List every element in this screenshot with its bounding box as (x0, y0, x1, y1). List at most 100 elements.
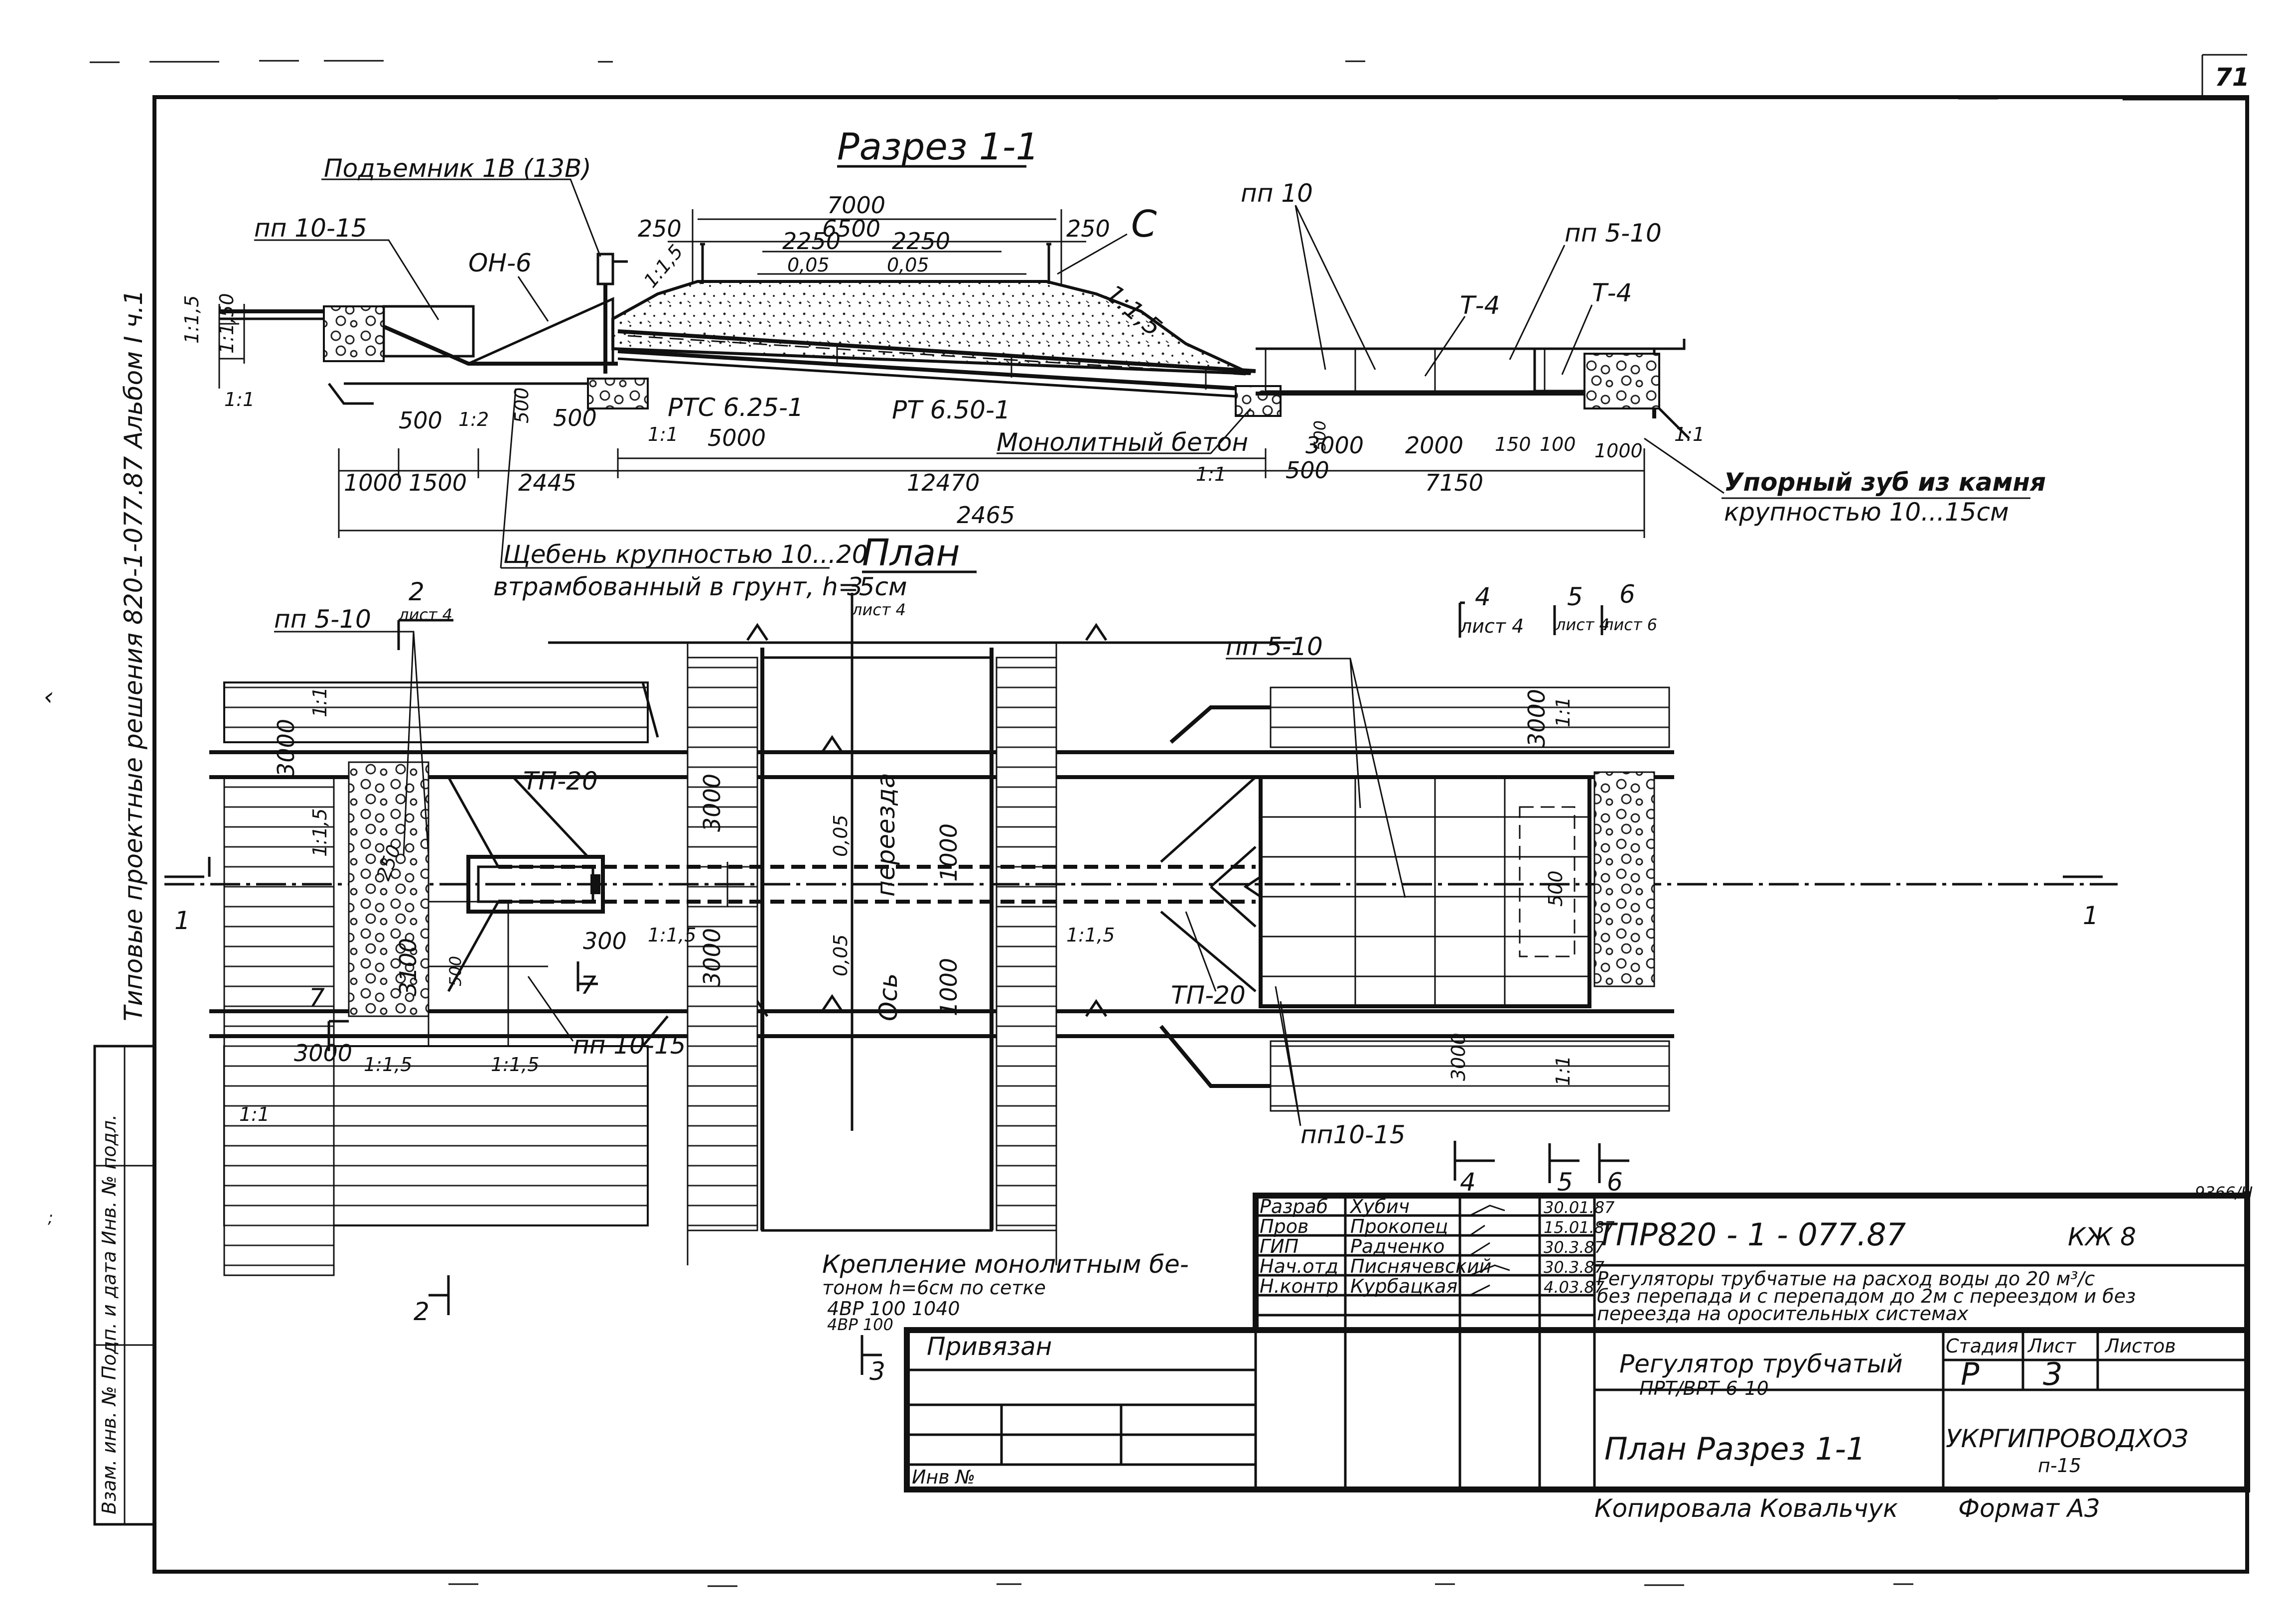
slope-11b: 1:1 (648, 423, 678, 445)
road-posts (700, 243, 1051, 284)
tb-sheet-mark: КЖ 8 (2068, 1222, 2136, 1251)
label-t4b: Т-4 (1592, 278, 1632, 307)
tb-date-0: 30.01.87 (1544, 1198, 1615, 1217)
upstream-head (348, 761, 605, 1047)
cut-7-right: 7 (580, 971, 596, 1000)
plan-slope-115c: 1:1,5 (491, 1054, 539, 1076)
plan-dim-3000f: 3000 (294, 1040, 352, 1067)
tb-sheet-header: Лист (2027, 1335, 2077, 1357)
left-bank-mid (223, 776, 335, 1276)
label-stop-tooth-2: крупностью 10...15см (1724, 498, 2009, 527)
plan-fix-3: 4ВР 100 1040 (827, 1298, 960, 1320)
dim-lines-bottom (338, 448, 1645, 538)
cut-2-sheet: лист 4 (398, 605, 452, 624)
tb-date-2: 30.3.87 (1544, 1238, 1605, 1257)
section-view: Разрез 1-1 (181, 126, 2046, 601)
earth-fill (611, 280, 1252, 375)
cut-3-sheet: лист 4 (852, 600, 906, 619)
tb-date-3: 30.3.87 (1544, 1258, 1605, 1277)
label-gravel-1: Щебень крупностью 10...20 (503, 540, 868, 569)
label-pp1015: пп 10-15 (254, 214, 367, 243)
dim-b7150: 7150 (1425, 469, 1483, 496)
plan-label-pp1015a: пп 10-15 (573, 1031, 686, 1060)
slope-115a: 1:1,5 (639, 241, 687, 292)
tb-name-2: Радченко (1350, 1235, 1444, 1257)
tb-role-0: Разраб (1260, 1196, 1328, 1217)
downstream-head (1159, 686, 1670, 1112)
slope-11c: 1:1 (1196, 463, 1226, 485)
label-t4a: Т-4 (1460, 291, 1500, 320)
plan-dim-500b: 500 (1545, 870, 1567, 907)
cut-4-sheet: лист 4 (1459, 615, 1524, 637)
scribble-mark-2: ; (48, 1208, 53, 1227)
plan-label-pereezda: переезда (871, 773, 900, 897)
dim-2250b: 2250 (892, 228, 950, 255)
cut-2-bottom: 2 (414, 1297, 430, 1326)
plan-fix-4: 4ВР 100 (827, 1315, 893, 1334)
label-lift: Подъемник 1В (13В) (324, 154, 591, 183)
tb-stage-header: Стадия (1946, 1335, 2018, 1357)
dim-1000s: 1000 (1594, 440, 1643, 462)
dim-b12470: 12470 (907, 469, 980, 496)
plan-label-tp20b: ТП-20 (1171, 981, 1246, 1010)
tb-subject-2: без перепада и с перепадом до 2м с перее… (1597, 1285, 2136, 1307)
dim-7000: 7000 (827, 192, 885, 219)
plan-slope-115d: 1:1,5 (648, 924, 696, 946)
cut-4-top: 4 (1475, 582, 1491, 611)
slope-12: 1:2 (458, 408, 489, 430)
tb-name-1: Прокопец (1350, 1215, 1448, 1237)
cut-5-top: 5 (1567, 582, 1583, 611)
plan-dim-300: 300 (583, 928, 627, 954)
plan-label-tp20a: ТП-20 (523, 767, 598, 796)
tb-name-4: Курбацкая (1350, 1275, 1457, 1297)
plan-dim-3000d: 3000 (1523, 689, 1550, 747)
label-monolith: Монолитный бетон (997, 428, 1248, 457)
tb-date-4: 4.03.87 (1544, 1278, 1605, 1297)
title-block-roles: Разраб Хубич 30.01.87 Пров Прокопец 15.0… (1260, 1196, 1615, 1297)
road-strip-left (687, 657, 758, 1231)
tb-role-3: Нач.отд (1260, 1255, 1338, 1277)
plan-dim-1000a: 1000 (935, 823, 962, 882)
tb-sheets-header: Листов (2104, 1335, 2176, 1357)
left-bank-upper (223, 681, 649, 743)
label-rtc625: РТС 6.25-1 (668, 393, 804, 422)
dim-150: 150 (1495, 433, 1531, 455)
dim-6500: 6500 (822, 215, 880, 242)
plan-slope-11d: 1:1 (1552, 1056, 1574, 1086)
tb-small-code: 9366/Н (2195, 1183, 2253, 1202)
plan-dim-500a: 500 (446, 956, 465, 986)
slope-1150: 1:1,50 (216, 293, 238, 354)
label-stop-tooth-1: Упорный зуб из камня (1724, 468, 2046, 497)
slope-115c: 1:1,5 (181, 295, 203, 344)
plan-dim-1000b: 1000 (935, 958, 962, 1016)
plan-dim-005b: 0,05 (830, 934, 852, 976)
cut-6-top: 6 (1619, 580, 1635, 609)
tb-name-0: Хубич (1349, 1196, 1410, 1217)
foundation-block (587, 378, 649, 409)
scribble-mark: ‹ (44, 682, 54, 711)
cut-7-left: 7 (309, 983, 325, 1012)
plan-dim-3100: 3100 (395, 938, 422, 996)
plan-dim-3000e: 3000 (1447, 1033, 1469, 1081)
plan-slope-11a: 1:1 (309, 687, 331, 717)
cut-6-bottom: 6 (1607, 1168, 1623, 1197)
sheet-frame (90, 54, 2249, 1587)
cut-5-sheet: лист 4 (1555, 615, 1609, 634)
tb-sheet-value: 3 (2043, 1356, 2062, 1392)
side-stamp: Взам. инв. № Подп. и дата Инв. № подл. (93, 1045, 156, 1526)
dim-500e: 500 (1310, 420, 1329, 451)
label-pp510: пп 5-10 (1565, 219, 1662, 248)
dim-3000: 3000 (1305, 432, 1364, 459)
tb-privyazan: Привязан (927, 1332, 1052, 1361)
tb-object-name-2: ПРТ/ВРТ-6-10 (1639, 1377, 1769, 1399)
plan-dim-005a: 0,05 (830, 814, 852, 857)
plan-label-os: Ось (874, 973, 903, 1021)
dim-500c: 500 (553, 405, 597, 431)
dim-5000: 5000 (708, 424, 766, 451)
dim-250b: 250 (1066, 215, 1110, 242)
plan-slope-11b: 1:1 (239, 1103, 270, 1125)
label-pp10: пп 10 (1241, 179, 1313, 208)
road-strip-right (996, 657, 1057, 1231)
cut-6-sheet: лист 6 (1603, 615, 1657, 634)
tb-format: Формат А3 (1958, 1494, 2100, 1523)
